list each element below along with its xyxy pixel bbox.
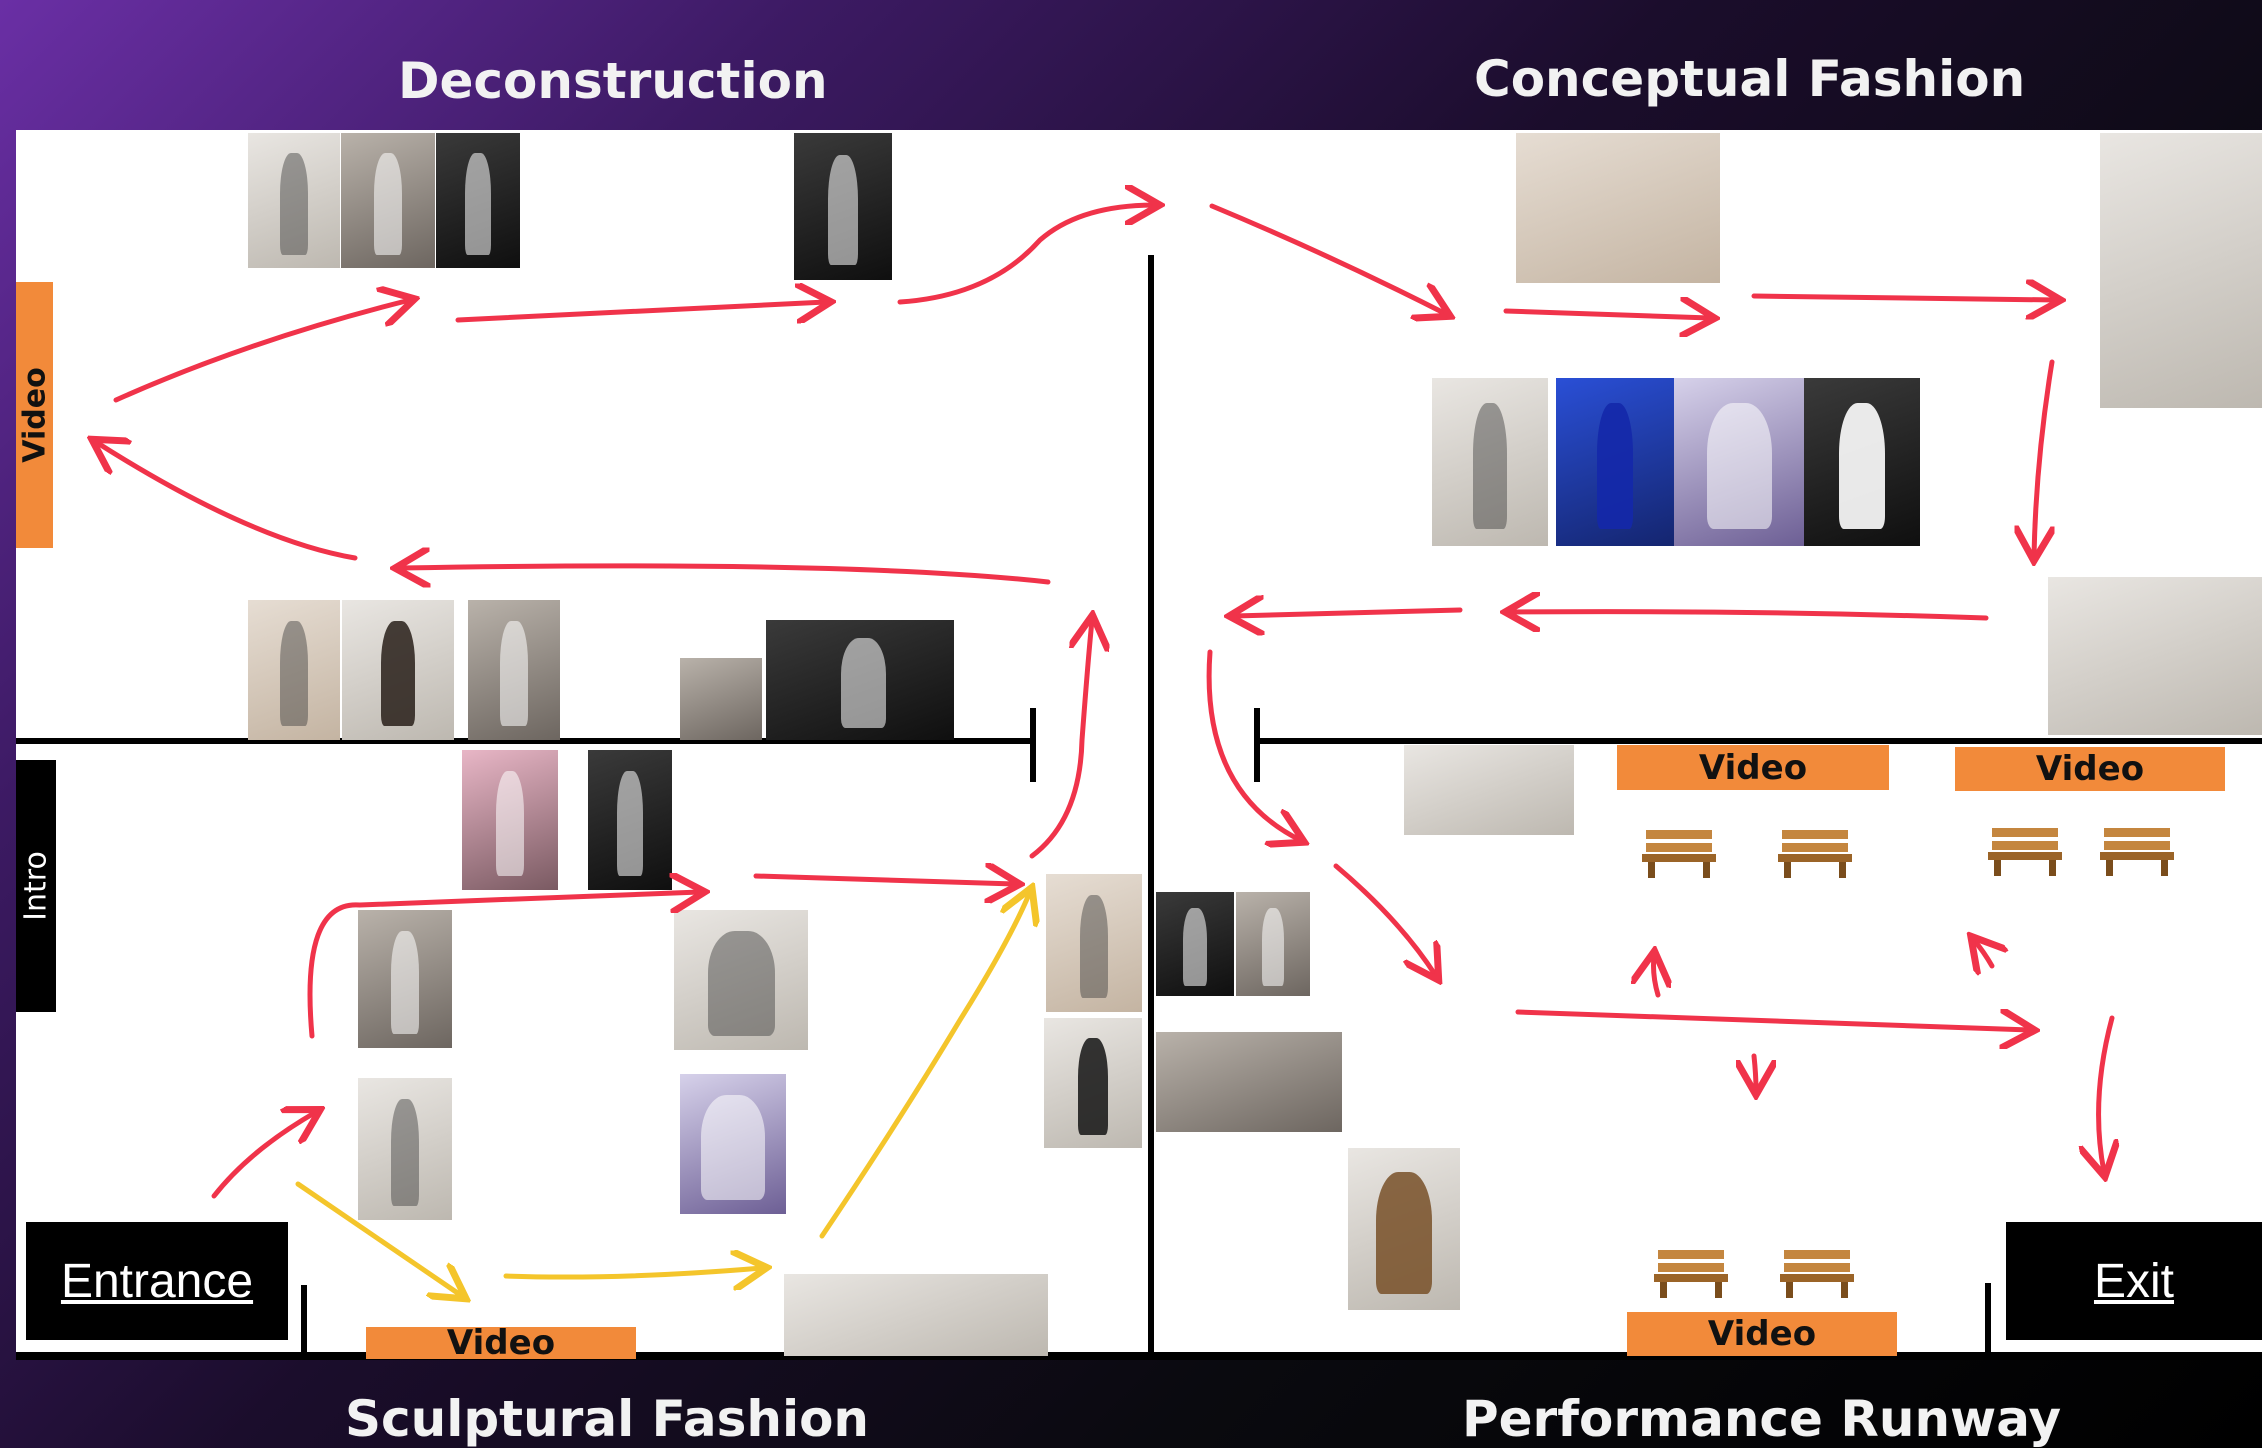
arrow-icon xyxy=(897,205,1155,305)
photo-sculptural-7 xyxy=(1046,874,1142,1012)
photo-deconstruction-7 xyxy=(468,600,560,740)
arrow-icon xyxy=(1209,203,1446,314)
zone-title-deconstruction: Deconstruction xyxy=(398,52,828,110)
wall-left-end-cap xyxy=(1030,708,1036,782)
video-screen-deconstruction: Video xyxy=(16,282,53,548)
arrow-icon xyxy=(1751,296,2056,300)
bench-icon xyxy=(1780,1250,1854,1298)
photo-conceptual-1 xyxy=(1432,378,1548,546)
wall-exit-stub xyxy=(1985,1283,1991,1358)
arrow-icon xyxy=(400,566,1051,582)
photo-deconstruction-6 xyxy=(342,600,454,740)
arrow-icon xyxy=(96,442,358,561)
photo-runway-2 xyxy=(1236,892,1310,996)
arrow-icon xyxy=(1333,863,1436,976)
arrow-icon xyxy=(2034,359,2052,556)
arrow-icon xyxy=(211,1112,316,1199)
arrow-icon xyxy=(307,892,700,1039)
wall-bottom xyxy=(16,1352,2262,1360)
exit-sign: Exit xyxy=(2006,1222,2262,1340)
arrow-icon xyxy=(819,892,1030,1239)
arrow-icon xyxy=(1029,620,1092,859)
photo-sculptural-6 xyxy=(680,1074,786,1214)
intro-panel: Intro xyxy=(16,760,56,1012)
zone-title-performance-runway: Performance Runway xyxy=(1462,1390,2062,1448)
photo-deconstruction-9 xyxy=(766,620,954,740)
arrow-icon xyxy=(2099,1015,2112,1172)
wall-left-horizontal xyxy=(16,738,1036,744)
photo-sculptural-2 xyxy=(588,750,672,890)
video-screen-sculptural: Video xyxy=(366,1323,636,1363)
bench-icon xyxy=(2100,828,2174,876)
wall-right-horizontal xyxy=(1254,738,2262,744)
arrow-icon xyxy=(295,1181,462,1296)
wall-right-end-cap xyxy=(1254,708,1260,782)
wall-center-vertical xyxy=(1148,255,1154,1358)
photo-conceptual-sketch xyxy=(1516,133,1720,283)
video-screen-runway-3: Video xyxy=(1627,1312,1897,1356)
arrow-icon xyxy=(1654,956,1659,998)
photo-deconstruction-4 xyxy=(794,133,892,280)
arrow-icon xyxy=(1510,612,1989,618)
arrow-icon xyxy=(1503,311,1710,318)
video-screen-runway-2: Video xyxy=(1955,747,2225,791)
arrow-icon xyxy=(1754,1053,1756,1090)
arrow-icon xyxy=(1974,940,1992,966)
photo-deconstruction-2 xyxy=(341,133,435,268)
photo-sculptural-installation xyxy=(784,1274,1048,1356)
photo-conceptual-3 xyxy=(1674,378,1804,546)
bench-icon xyxy=(1988,828,2062,876)
photo-conceptual-2 xyxy=(1556,378,1674,546)
photo-deconstruction-5 xyxy=(248,600,340,740)
arrow-icon xyxy=(1206,649,1300,840)
photo-sculptural-3 xyxy=(358,910,452,1048)
arrow-icon xyxy=(753,876,1015,884)
photo-deconstruction-3 xyxy=(436,133,520,268)
arrow-icon xyxy=(455,302,826,320)
photo-conceptual-installation-1 xyxy=(2100,133,2262,408)
photo-runway-1 xyxy=(1156,892,1234,996)
arrow-icon xyxy=(1515,1012,2030,1030)
arrow-icon xyxy=(1234,610,1463,616)
photo-sculptural-5 xyxy=(674,910,808,1050)
photo-sculptural-4 xyxy=(358,1078,452,1220)
entrance-sign: Entrance xyxy=(26,1222,288,1340)
bench-icon xyxy=(1778,830,1852,878)
arrow-icon xyxy=(113,300,410,403)
photo-deconstruction-8 xyxy=(680,658,762,740)
photo-runway-sketches xyxy=(1404,745,1574,835)
photo-conceptual-installation-2 xyxy=(2048,577,2262,735)
bench-icon xyxy=(1642,830,1716,878)
photo-runway-3 xyxy=(1348,1148,1460,1310)
photo-deconstruction-1 xyxy=(248,133,340,268)
photo-sculptural-1 xyxy=(462,750,558,890)
arrow-icon xyxy=(503,1268,762,1277)
zone-title-sculptural-fashion: Sculptural Fashion xyxy=(345,1390,870,1448)
bench-icon xyxy=(1654,1250,1728,1298)
photo-runway-group xyxy=(1156,1032,1342,1132)
zone-title-conceptual-fashion: Conceptual Fashion xyxy=(1474,50,2026,108)
wall-entrance-stub xyxy=(301,1285,307,1358)
video-screen-runway-1: Video xyxy=(1617,745,1889,790)
photo-conceptual-4 xyxy=(1804,378,1920,546)
photo-sculptural-8 xyxy=(1044,1018,1142,1148)
